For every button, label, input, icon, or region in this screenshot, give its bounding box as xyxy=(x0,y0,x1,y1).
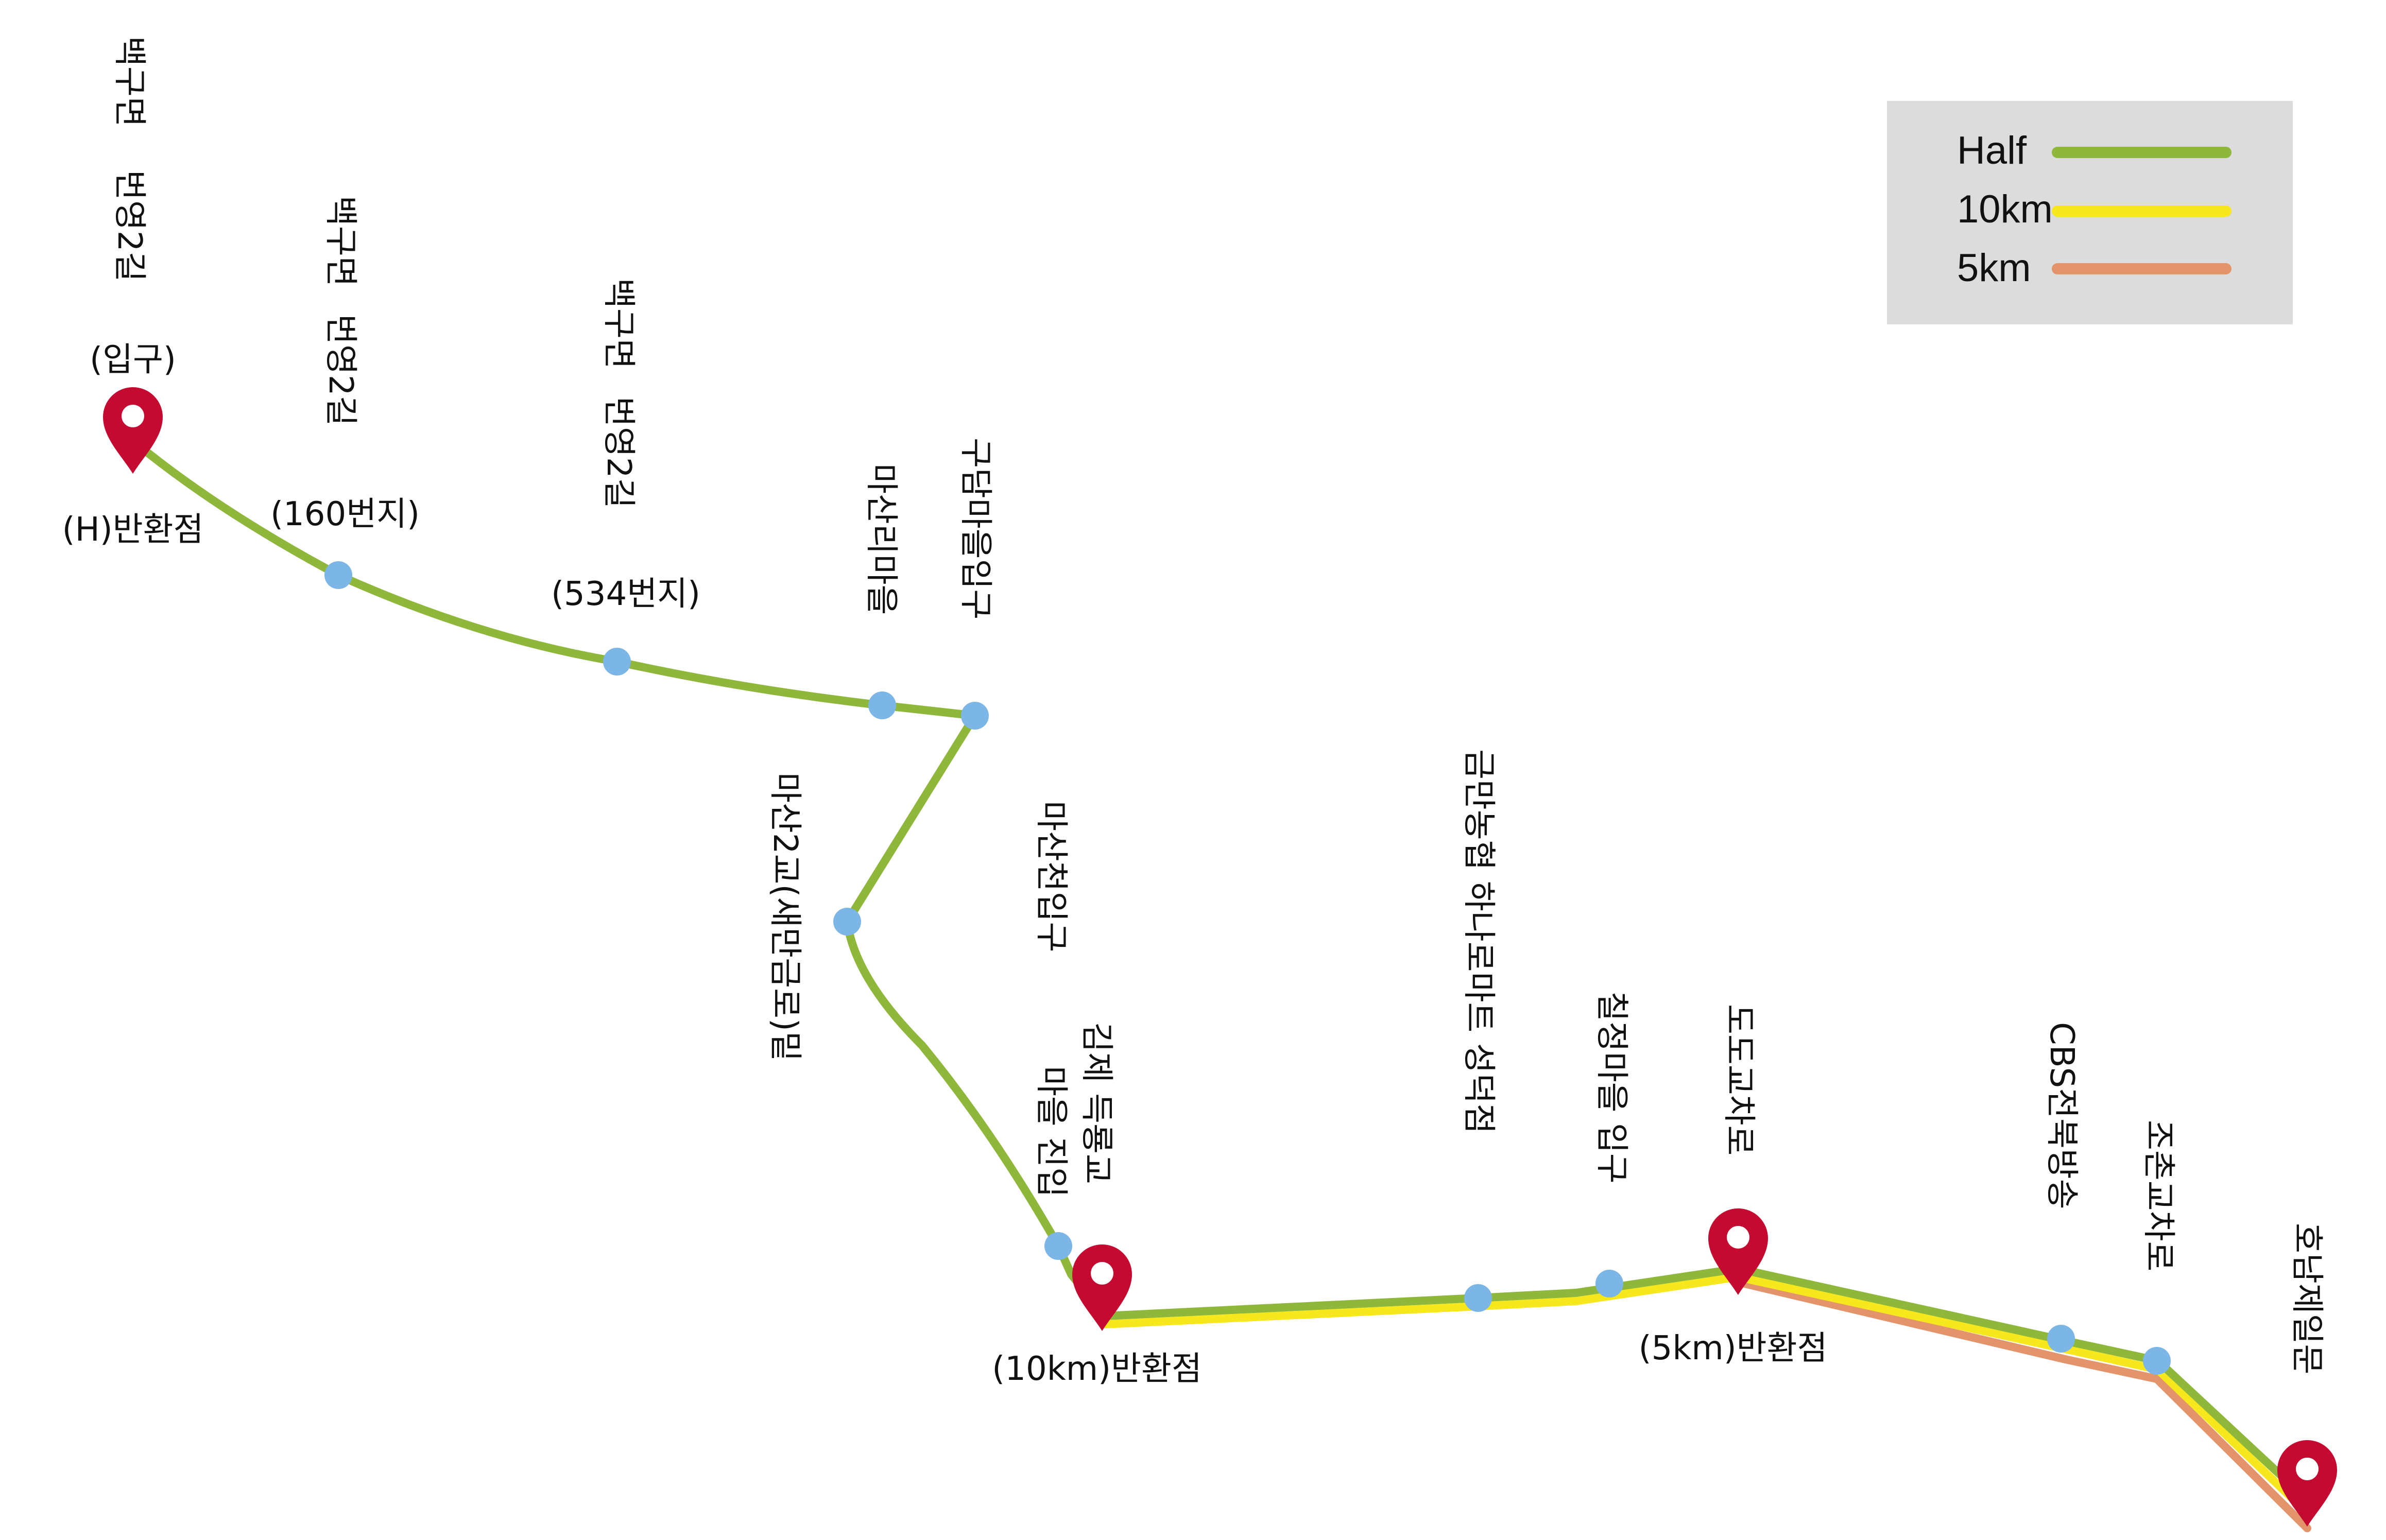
label-p2-line1: 백구면 xyxy=(599,278,638,369)
label-p7: 김제 득룡교 xyxy=(1077,1022,1115,1184)
waypoints xyxy=(324,561,2171,1375)
label-p6-line1: 마산천입구 xyxy=(1032,801,1070,952)
label-m5-bottom: (5km)반환점 xyxy=(1639,1329,1828,1368)
waypoint-gudam xyxy=(961,702,989,730)
legend-half-label: Half xyxy=(1957,129,2027,172)
waypoint-cbs xyxy=(2047,1325,2075,1353)
waypoint-masan-bridge xyxy=(833,908,861,936)
label-p12: 조촌교차로 xyxy=(2139,1120,2177,1271)
label-p4: 구담마을입구 xyxy=(956,438,994,619)
start-top-line2: 번영2길 xyxy=(110,170,148,282)
waypoint-jochon xyxy=(2143,1347,2171,1375)
waypoint-geumman xyxy=(1464,1284,1492,1312)
legend-5km-label: 5km xyxy=(1957,246,2031,290)
label-p1-line2: 번영2길 xyxy=(321,314,359,426)
label-p1-line3: (160번지) xyxy=(270,495,420,533)
label-p13: 호남제일문 xyxy=(2288,1223,2326,1374)
route-half xyxy=(129,437,2311,1504)
waypoint-160 xyxy=(324,561,352,589)
start-top-line3: (입구) xyxy=(90,341,176,379)
finish-marker-icon xyxy=(2277,1440,2337,1527)
waypoint-534 xyxy=(603,648,631,676)
label-p10: 도도교차로 xyxy=(1720,1004,1758,1155)
route-5km xyxy=(1734,1278,2311,1532)
label-m10-bottom: (10km)반환점 xyxy=(992,1350,1201,1388)
label-p1-line1: 백구면 xyxy=(321,196,359,287)
label-p9: 칠정마을 입구 xyxy=(1592,991,1630,1184)
label-p8: 금만농협 하나로마트 성덕점 xyxy=(1460,749,1498,1134)
route-10km xyxy=(1101,1273,2311,1517)
label-p5: 마산2교(새만금로)밑 xyxy=(766,772,804,1062)
legend: Half 10km 5km xyxy=(1887,101,2293,324)
label-p3: 마산리마을 xyxy=(862,463,900,615)
start-top-line1: 백구면 xyxy=(110,36,148,127)
label-start-top: 백구면 번영2길 (입구) xyxy=(90,36,176,379)
label-p2-line3: (534번지) xyxy=(551,575,700,613)
route-lines xyxy=(129,437,2311,1532)
label-p11: CBS전북방송 xyxy=(2042,1022,2081,1209)
label-p2-line2: 번영2길 xyxy=(599,396,638,508)
label-start-bottom: (H)반환점 xyxy=(62,511,204,549)
waypoint-masan-village xyxy=(868,691,896,719)
waypoint-chiljeong xyxy=(1595,1270,1623,1297)
waypoint-masancheon xyxy=(1044,1232,1072,1260)
legend-10km-label: 10km xyxy=(1957,187,2053,231)
label-p6-line2: 마을 진입 xyxy=(1032,1066,1070,1198)
